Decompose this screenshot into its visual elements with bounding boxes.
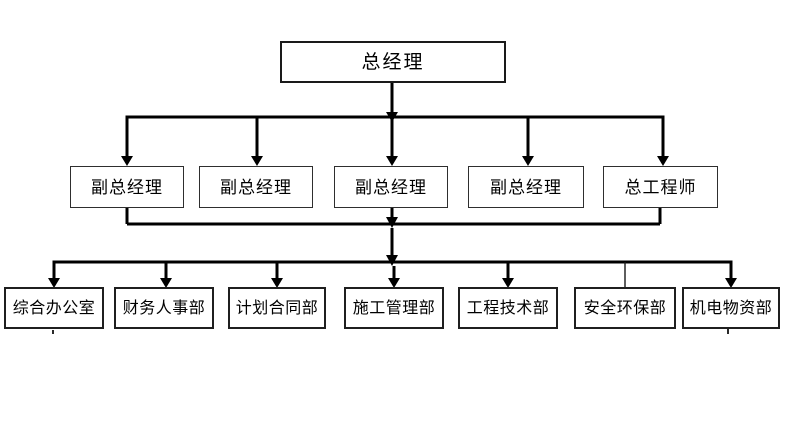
arrowhead-mid-junction — [386, 217, 398, 228]
org-box-label: 财务人事部 — [122, 299, 206, 317]
org-box-construction-mgmt-dept: 施工管理部 — [344, 287, 444, 329]
arrowhead-chief-engineer — [657, 156, 669, 166]
org-box-label: 安全环保部 — [583, 299, 667, 317]
org-box-label: 副总经理 — [220, 178, 292, 197]
arrowhead-deputy-3 — [386, 156, 398, 166]
org-box-label: 机电物资部 — [689, 299, 773, 317]
arrowhead-dept-2 — [160, 278, 172, 288]
org-box-general-manager: 总经理 — [280, 41, 506, 83]
org-box-deputy-gm-4: 副总经理 — [468, 166, 584, 208]
arrowhead-deputy-2 — [251, 156, 263, 166]
arrowhead-deputy-4 — [522, 156, 534, 166]
org-box-planning-contract-dept: 计划合同部 — [228, 287, 326, 329]
arrowhead-dept-7 — [725, 278, 737, 288]
org-box-label: 总经理 — [361, 52, 425, 73]
org-box-label: 总工程师 — [624, 178, 697, 197]
org-box-label: 副总经理 — [355, 178, 427, 197]
org-box-finance-hr-dept: 财务人事部 — [114, 287, 214, 329]
org-box-label: 工程技术部 — [466, 299, 550, 317]
org-box-label: 综合办公室 — [12, 299, 96, 317]
arrowhead-dept-3 — [271, 278, 283, 288]
org-box-deputy-gm-1: 副总经理 — [70, 166, 184, 208]
org-box-safety-env-dept: 安全环保部 — [574, 287, 676, 329]
org-box-deputy-gm-3: 副总经理 — [334, 166, 448, 208]
org-box-label: 计划合同部 — [235, 299, 319, 317]
arrowhead-dept-1 — [48, 278, 60, 288]
org-box-deputy-gm-2: 副总经理 — [199, 166, 313, 208]
org-box-chief-engineer: 总工程师 — [603, 166, 718, 208]
arrowhead-root-junction — [386, 112, 398, 122]
arrowhead-trunk-junction — [386, 255, 398, 266]
org-box-general-office: 综合办公室 — [4, 287, 104, 329]
arrowheads — [48, 112, 737, 288]
org-box-label: 施工管理部 — [352, 299, 436, 317]
org-box-mech-elec-materials-dept: 机电物资部 — [682, 287, 780, 329]
connector-level2-bar — [125, 115, 665, 162]
arrowhead-dept-4 — [388, 278, 400, 288]
arrowhead-dept-5 — [502, 278, 514, 288]
org-box-label: 副总经理 — [490, 178, 562, 197]
org-box-label: 副总经理 — [91, 178, 163, 197]
arrowhead-deputy-1 — [121, 156, 133, 166]
org-box-engineering-tech-dept: 工程技术部 — [458, 287, 558, 329]
